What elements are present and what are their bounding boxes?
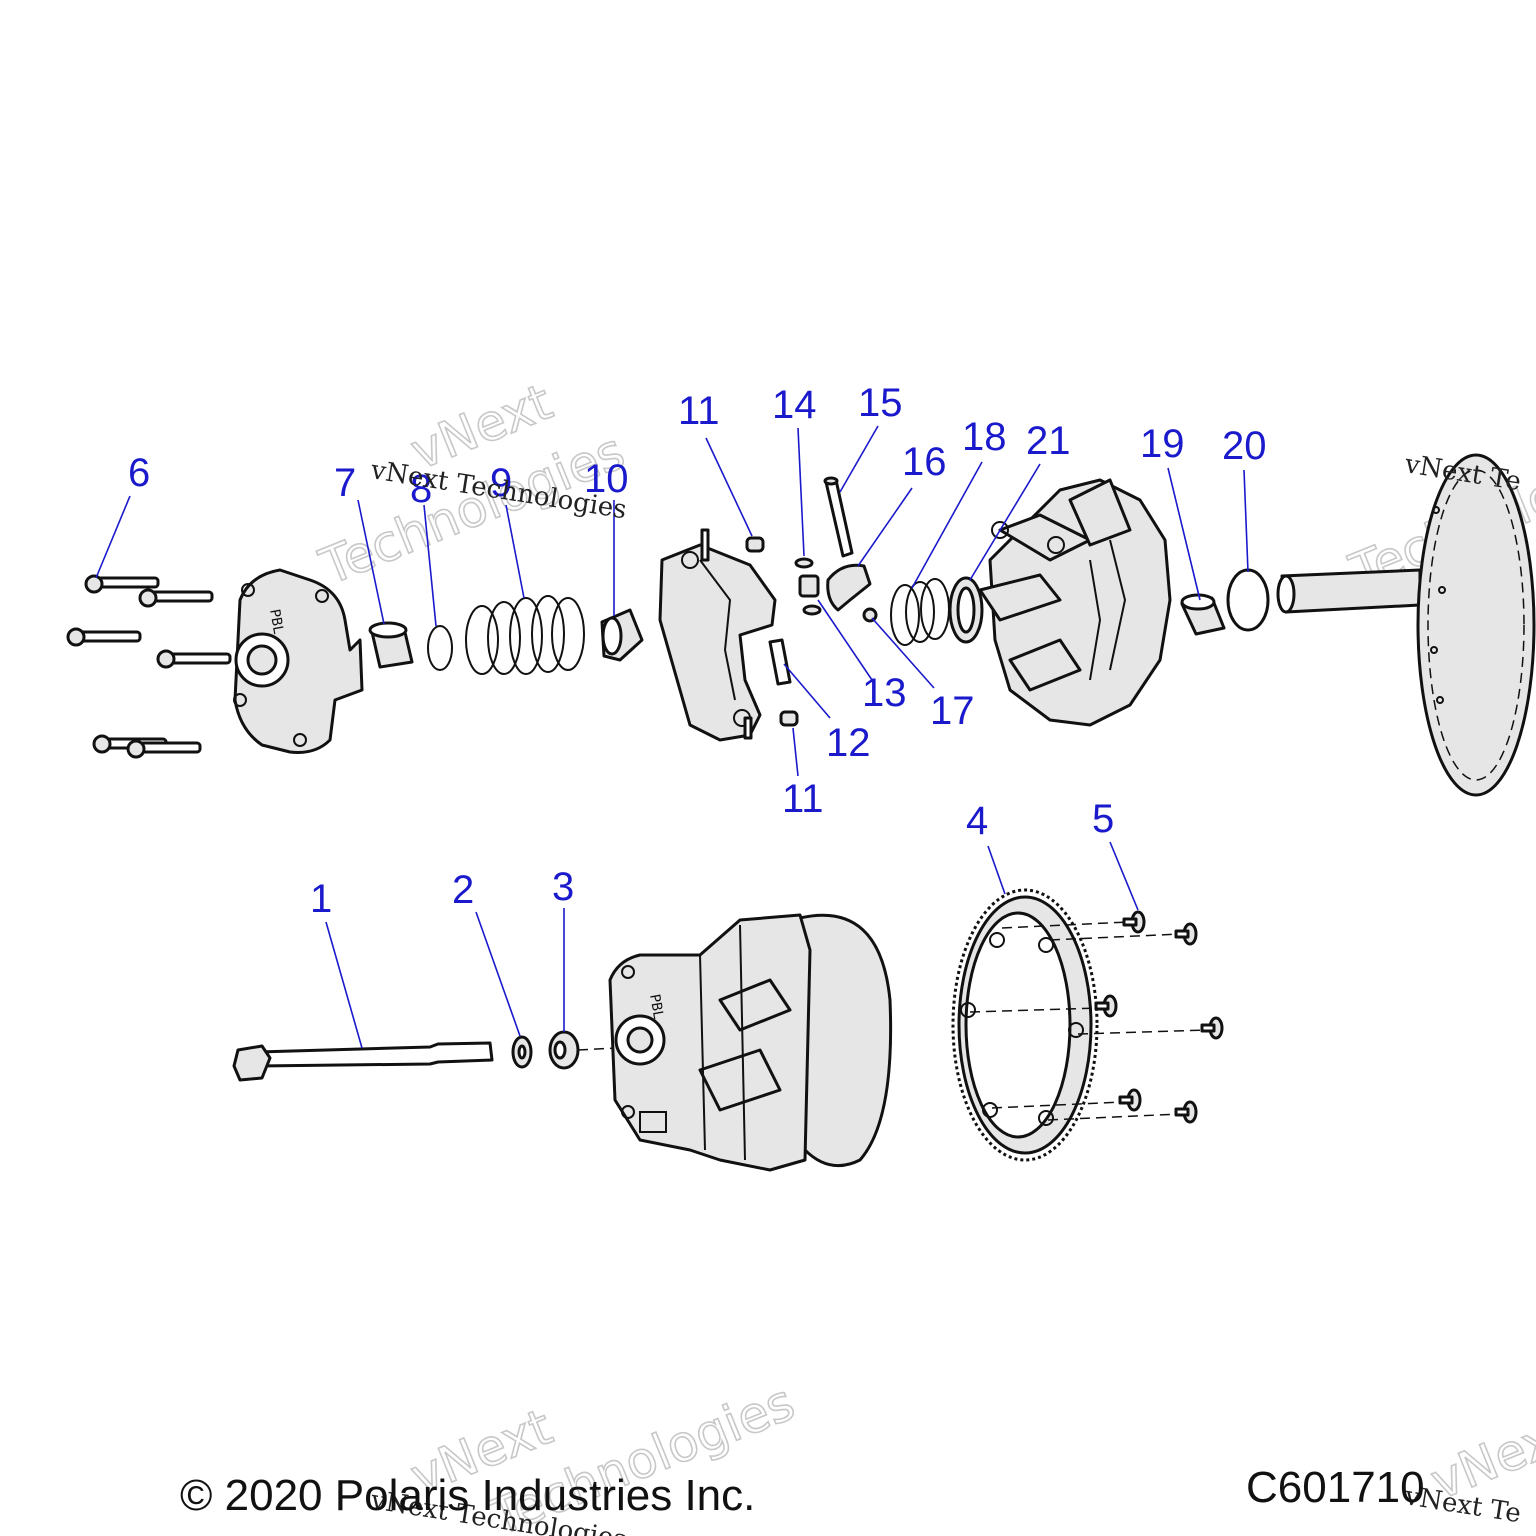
roller-11-top: [745, 536, 765, 553]
moveable-sheave: [978, 478, 1172, 727]
callout-9: 9: [490, 461, 512, 505]
screw: [1122, 910, 1146, 934]
clutch-cover: PBL: [233, 568, 364, 754]
fixed-sheave: [1276, 453, 1536, 797]
bushing-13: [798, 574, 820, 598]
callout-11-top: 11: [678, 389, 720, 433]
watermark-group: vNext Technologies Technologies vNext Te…: [311, 372, 1536, 1536]
roller-11-bottom: [779, 710, 799, 727]
spring-18: [890, 578, 950, 646]
callout-12: 12: [826, 721, 871, 765]
callout-10: 10: [584, 457, 629, 501]
cover-casting-marks: PBL: [266, 608, 286, 636]
clutch-bolt-1: [232, 1041, 494, 1082]
callout-8: 8: [410, 467, 432, 511]
bolt: [84, 574, 160, 594]
spring-9: [465, 595, 585, 675]
clutch-casting-marks: PBL: [646, 993, 666, 1021]
callout-20: 20: [1222, 424, 1267, 468]
pin-15: [823, 476, 854, 558]
spider-assembly: [658, 528, 777, 742]
callout-11-bottom: 11: [782, 777, 824, 821]
weight-16: [826, 563, 872, 612]
snap-ring-8: [427, 625, 453, 671]
callout-3: 3: [552, 865, 574, 909]
callout-13: 13: [862, 671, 907, 715]
screw: [1174, 922, 1198, 946]
bushing-7: [368, 621, 414, 669]
callout-5: 5: [1092, 797, 1114, 841]
callout-14: 14: [772, 383, 817, 427]
bolt-set-6: [66, 574, 232, 759]
bolt: [126, 739, 202, 759]
screw: [1094, 994, 1118, 1018]
callout-21: 21: [1026, 419, 1071, 463]
screw: [1174, 1100, 1198, 1124]
callout-6: 6: [128, 451, 150, 495]
seal-21: [948, 576, 984, 644]
callout-16: 16: [902, 440, 947, 484]
assembled-drive-clutch: PBL: [608, 913, 893, 1172]
watermark-lines: vNext Technologies vNext Te vNext Techno…: [368, 449, 1523, 1536]
leader-lines: [95, 425, 1249, 1049]
ring-gear-4: [951, 888, 1099, 1162]
pin-12: [768, 638, 792, 686]
ring-20: [1226, 568, 1270, 632]
spring-cup-10: [600, 608, 644, 662]
figure-id: C601710: [1246, 1463, 1425, 1512]
callout-17: 17: [930, 689, 975, 733]
screw-set-5: [969, 910, 1224, 1124]
callout-15: 15: [858, 381, 903, 425]
callout-2: 2: [452, 868, 474, 912]
washer-17: [862, 607, 878, 623]
callout-4: 4: [966, 799, 988, 843]
axis-line: [577, 1047, 617, 1051]
callout-18: 18: [962, 415, 1007, 459]
bolt: [66, 627, 142, 647]
callout-19: 19: [1140, 422, 1185, 466]
copyright-text: © 2020 Polaris Industries Inc.: [180, 1471, 755, 1520]
bolt: [138, 588, 214, 608]
callout-labels: 6 7 8 9 10 11 14 15 16 18 21 19 20 13 17…: [128, 381, 1267, 921]
screw: [1118, 1088, 1142, 1112]
bolt: [156, 649, 232, 669]
callout-7: 7: [334, 461, 356, 505]
washer-3: [548, 1030, 580, 1070]
washer-14-top: [794, 557, 814, 569]
callout-1: 1: [310, 877, 332, 921]
washer-14-bottom: [802, 604, 822, 616]
bushing-19: [1180, 593, 1226, 636]
washer-2: [511, 1035, 533, 1069]
screw: [1200, 1016, 1224, 1040]
